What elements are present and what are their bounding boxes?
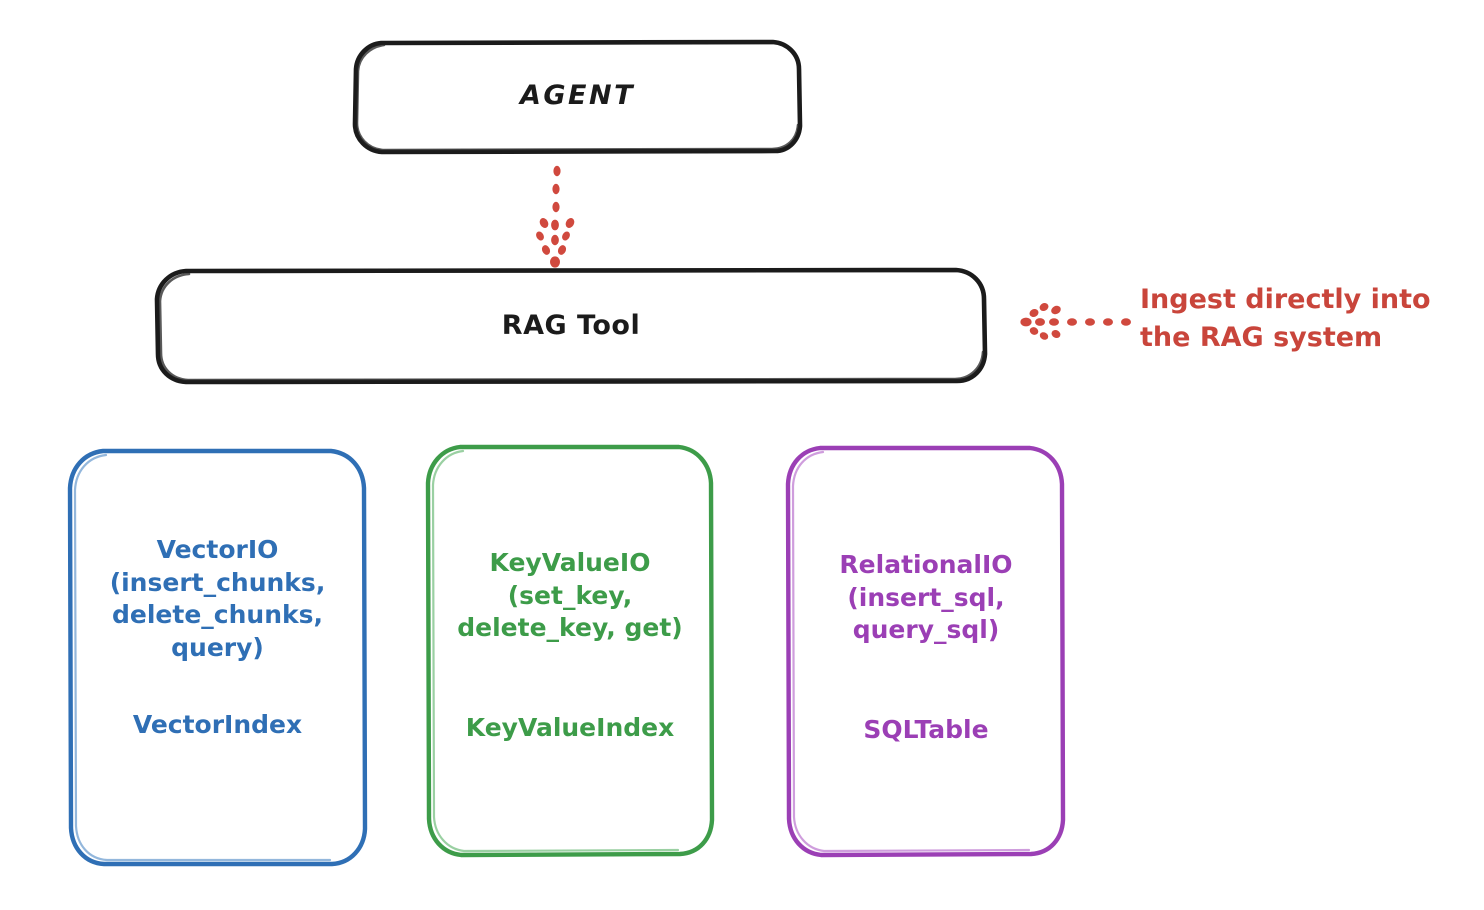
rag-tool-node[interactable] <box>154 267 988 385</box>
key-value-store-box-outline <box>425 444 715 858</box>
agent-box-sketch-overlay <box>355 43 800 152</box>
agent-box-outline <box>352 39 803 155</box>
connector-ingest-to-rag-tool <box>1020 303 1131 340</box>
vector-store-box-sketch-overlay <box>73 453 332 862</box>
vector-store-box-outline <box>67 448 368 867</box>
relational-store-box-sketch-overlay <box>791 450 1031 853</box>
rag-tool-box-outline <box>154 267 988 385</box>
key-value-store-node[interactable] <box>425 444 715 858</box>
agent-node[interactable] <box>352 39 803 155</box>
connector-agent-to-rag-tool <box>536 165 575 268</box>
relational-store-node[interactable] <box>785 445 1066 858</box>
rag-tool-box-sketch-overlay <box>158 272 985 382</box>
vector-store-node[interactable] <box>67 448 368 867</box>
relational-store-box-outline <box>785 445 1066 858</box>
key-value-store-box-sketch-overlay <box>431 449 680 853</box>
